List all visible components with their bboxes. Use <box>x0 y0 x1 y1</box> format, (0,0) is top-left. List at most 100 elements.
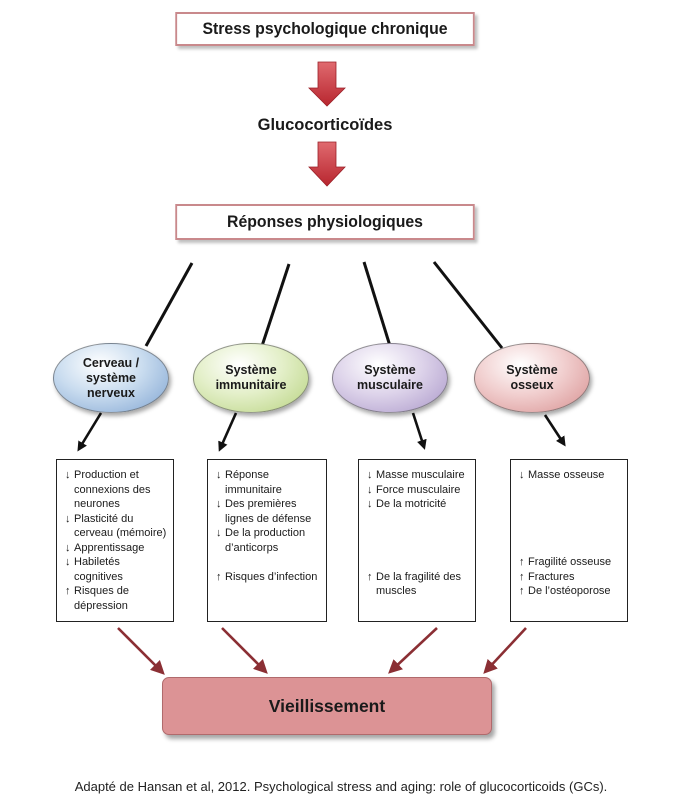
spacer <box>367 555 471 570</box>
increase-arrow-icon: ↑ <box>519 556 525 568</box>
increase-arrow-icon: ↑ <box>216 570 222 583</box>
decrease-arrow-icon: ↓ <box>216 469 222 481</box>
immune-effects-box: ↓Réponse immunitaire↓Des premières ligne… <box>207 459 327 622</box>
effect-item: ↓De la production d’anticorps <box>216 526 322 555</box>
spacer <box>367 512 471 527</box>
effect-item: ↑De la fragilité des muscles <box>367 570 471 599</box>
decrease-arrow-icon: ↓ <box>367 498 373 510</box>
connector-line-muscle <box>362 261 392 347</box>
effect-item: ↑Fractures <box>519 570 623 585</box>
effect-item: ↑Risques de dépression <box>65 584 169 613</box>
immune-system-ellipse: Système immunitaire <box>193 343 309 413</box>
effect-item: ↓Apprentissage <box>65 541 169 556</box>
decrease-arrow-icon: ↓ <box>65 541 71 554</box>
ellipse-line: osseux <box>510 378 554 392</box>
increase-arrow-icon: ↑ <box>65 585 71 597</box>
glucocorticoids-label: Glucocorticoïdes <box>257 116 393 134</box>
connector-line-brain <box>144 262 194 347</box>
decrease-arrow-icon: ↓ <box>216 498 222 510</box>
effect-item: ↓Force musculaire <box>367 483 471 498</box>
effect-text: Risques de dépression <box>74 585 130 612</box>
effect-text: Risques d’infection <box>225 570 318 583</box>
effect-text: Masse osseuse <box>528 469 605 481</box>
effect-text: Fragilité osseuse <box>528 556 612 568</box>
effect-item: ↓Réponse immunitaire <box>216 468 322 497</box>
down-arrow-1 <box>308 61 346 107</box>
arrow-muscle-effects <box>411 412 427 450</box>
aging-label: Vieillissement <box>268 695 386 716</box>
decrease-arrow-icon: ↓ <box>367 483 373 496</box>
effect-item: ↓Plasticité du cerveau (mémoire) <box>65 512 169 541</box>
effect-item: ↑Fragilité osseuse <box>519 555 623 570</box>
effect-item: ↓Production et connexions des neurones <box>65 468 169 512</box>
brain-nervous-system-ellipse: Cerveau / système nerveux <box>53 343 169 413</box>
effect-item: ↓Masse musculaire <box>367 468 471 483</box>
arrow-brain-effects <box>77 412 103 452</box>
spacer <box>519 497 623 512</box>
effect-text: Habiletés cognitives <box>74 556 123 583</box>
chronic-stress-label: Stress psychologique chronique <box>202 19 448 38</box>
physiological-responses-box: Réponses physiologiques <box>175 204 475 240</box>
spacer <box>519 541 623 556</box>
ellipse-line: immunitaire <box>215 378 287 392</box>
effect-item: ↑Risques d’infection <box>216 570 322 585</box>
arrow-immune-aging <box>221 627 268 674</box>
ellipse-line: Système <box>506 363 558 377</box>
ellipse-line: système <box>85 370 137 385</box>
spacer <box>519 526 623 541</box>
increase-arrow-icon: ↑ <box>367 570 373 583</box>
effect-text: De la fragilité des muscles <box>376 570 461 598</box>
decrease-arrow-icon: ↓ <box>65 556 71 568</box>
skeletal-system-ellipse: Système osseux <box>474 343 590 413</box>
aging-box: Vieillissement <box>162 677 492 735</box>
effect-text: Réponse immunitaire <box>225 469 282 496</box>
connector-line-bone <box>432 261 504 349</box>
effect-item: ↓Masse osseuse <box>519 468 623 483</box>
muscular-system-ellipse: Système musculaire <box>332 343 448 413</box>
effect-text: Plasticité du cerveau (mémoire) <box>74 512 167 540</box>
effect-text: De la motricité <box>376 498 447 510</box>
decrease-arrow-icon: ↓ <box>65 469 71 481</box>
ellipse-line: Cerveau / <box>82 355 140 370</box>
arrow-immune-effects <box>218 412 238 452</box>
arrow-brain-aging <box>117 627 165 675</box>
spacer <box>367 541 471 556</box>
physiological-responses-label: Réponses physiologiques <box>227 212 423 231</box>
spacer <box>216 555 322 570</box>
effect-text: Masse musculaire <box>376 469 465 481</box>
source-caption: Adapté de Hansan et al, 2012. Psychologi… <box>74 779 608 794</box>
effect-item: ↑De l’ostéoporose <box>519 584 623 599</box>
down-arrow-2 <box>308 141 346 187</box>
effect-item: ↓Habiletés cognitives <box>65 555 169 584</box>
effect-item: ↓De la motricité <box>367 497 471 512</box>
decrease-arrow-icon: ↓ <box>216 527 222 539</box>
decrease-arrow-icon: ↓ <box>65 512 71 525</box>
increase-arrow-icon: ↑ <box>519 585 525 597</box>
muscle-effects-box: ↓Masse musculaire↓Force musculaire↓De la… <box>358 459 476 622</box>
effect-text: De l’ostéoporose <box>528 585 611 597</box>
effect-text: De la production d’anticorps <box>225 527 306 554</box>
ellipse-line: musculaire <box>356 378 423 392</box>
spacer <box>519 483 623 498</box>
effect-text: Force musculaire <box>376 483 461 496</box>
connector-line-immune <box>260 263 291 347</box>
effect-text: Production et connexions des neurones <box>74 469 151 510</box>
effect-text: Fractures <box>528 570 575 583</box>
effect-item: ↓Des premières lignes de défense <box>216 497 322 526</box>
bone-effects-box: ↓Masse osseuse↑Fragilité osseuse↑Fractur… <box>510 459 628 622</box>
brain-effects-box: ↓Production et connexions des neurones↓P… <box>56 459 174 622</box>
increase-arrow-icon: ↑ <box>519 570 525 583</box>
arrow-bone-aging <box>483 627 527 674</box>
ellipse-line: Système <box>364 363 416 377</box>
spacer <box>519 512 623 527</box>
effect-text: Apprentissage <box>74 541 145 554</box>
arrow-bone-effects <box>543 414 566 447</box>
effect-text: Des premières lignes de défense <box>225 498 312 525</box>
ellipse-line: nerveux <box>87 385 135 400</box>
decrease-arrow-icon: ↓ <box>519 469 525 481</box>
ellipse-line: Système <box>225 363 277 377</box>
arrow-muscle-aging <box>388 627 438 674</box>
spacer <box>367 526 471 541</box>
chronic-stress-box: Stress psychologique chronique <box>175 12 475 46</box>
